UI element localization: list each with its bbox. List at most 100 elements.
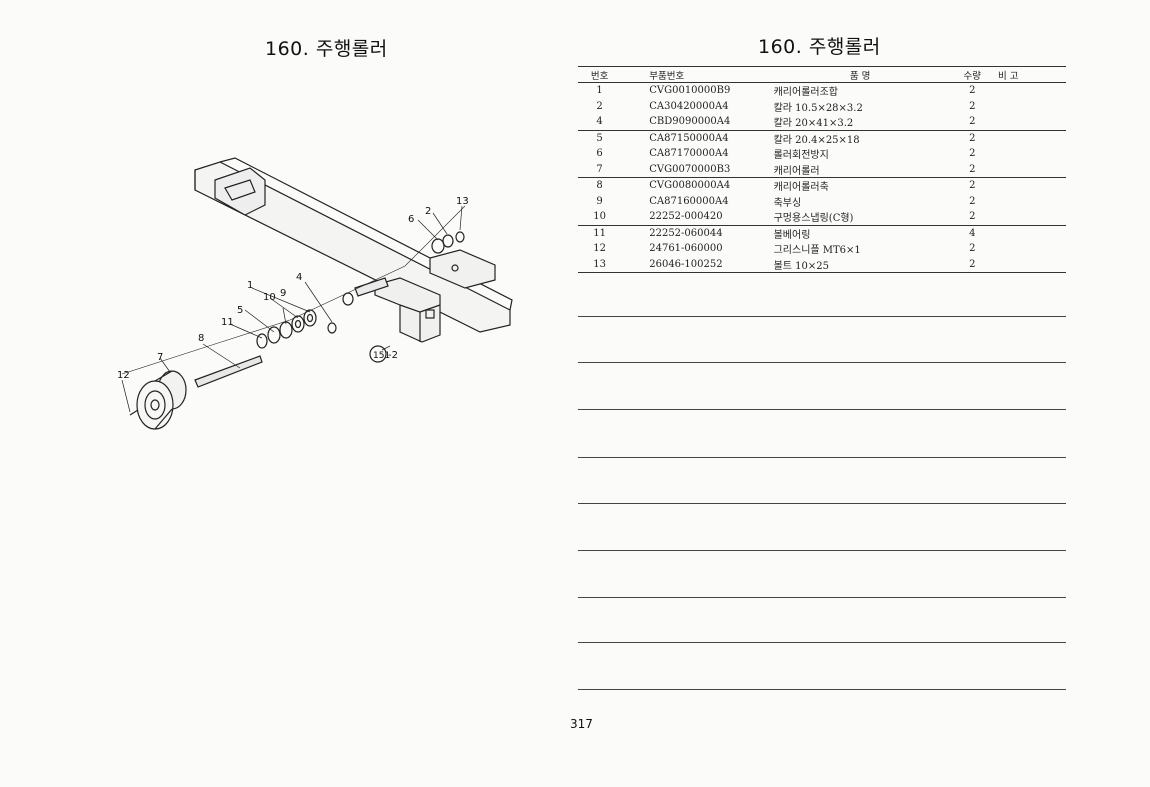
ruled-line [578, 689, 1066, 690]
table-row: 9 CA87160000A4 축부싱 2 [578, 194, 1066, 210]
cell-number: 1 [596, 85, 603, 97]
cell-remark [998, 161, 1066, 178]
header-part-name: 품 명 [773, 66, 947, 83]
table-header-row: 번호 부품번호 품 명 수량 비 고 [578, 66, 1066, 83]
cell-number: 5 [596, 132, 603, 144]
left-page: 160. 주행롤러 [0, 0, 570, 787]
ruled-line [578, 642, 1066, 643]
cell-remark [998, 83, 1066, 99]
ruled-line [578, 362, 1066, 363]
callout-10: 10 [263, 292, 276, 303]
table-row: 12 24761-060000 그리스니플 MT6×1 2 [578, 241, 1066, 257]
ruled-line [578, 503, 1066, 504]
cell-remark [998, 194, 1066, 210]
table-row: 7 CVG0070000B3 캐리어롤러 2 [578, 161, 1066, 178]
ruled-line [578, 550, 1066, 551]
cell-part-name: 칼라 10.5×28×3.2 [773, 102, 863, 114]
cell-remark [998, 241, 1066, 257]
cell-remark [998, 146, 1066, 162]
cell-remark [998, 225, 1066, 241]
callout-1: 1 [247, 280, 253, 291]
right-page: 160. 주행롤러 번호 부품번호 품 명 수량 비 고 1 CVG001000… [570, 0, 1150, 787]
callout-12: 12 [117, 370, 130, 381]
table-row: 13 26046-100252 볼트 10×25 2 [578, 256, 1066, 273]
callout-4: 4 [296, 272, 302, 283]
cell-quantity: 2 [946, 114, 999, 131]
callout-8: 8 [198, 333, 204, 344]
cell-number: 10 [578, 209, 622, 226]
callout-6: 6 [408, 214, 414, 225]
cell-quantity: 2 [969, 85, 976, 97]
cell-quantity: 4 [969, 227, 976, 239]
cell-part-name: 캐리어롤러축 [773, 182, 829, 194]
cell-quantity: 2 [969, 180, 976, 192]
cell-part-name: 그리스니플 MT6×1 [773, 245, 861, 257]
callout-9: 9 [280, 288, 286, 299]
table-row: 6 CA87170000A4 롤러회전방지 2 [578, 146, 1066, 162]
table-row: 10 22252-000420 구멍용스냅링(C형) 2 [578, 209, 1066, 226]
ruled-line [578, 457, 1066, 458]
cell-part-name: 캐리어롤러 [773, 161, 947, 178]
page-number: 317 [570, 717, 593, 731]
cell-part-name: 칼라 20.4×25×18 [773, 134, 860, 146]
cell-number: 13 [578, 256, 622, 273]
cell-remark [998, 256, 1066, 273]
table-row: 8 CVG0080000A4 캐리어롤러축 2 [578, 178, 1066, 194]
cell-part-number: 22252-060044 [649, 227, 723, 239]
callout-11: 11 [221, 317, 234, 328]
cell-remark [998, 178, 1066, 194]
ref-circle-number: 151 [373, 351, 390, 361]
header-part-number: 부품번호 [621, 66, 774, 83]
cell-part-name: 볼트 10×25 [773, 256, 947, 273]
header-number: 번호 [578, 66, 622, 83]
cell-number: 8 [596, 180, 603, 192]
left-page-title: 160. 주행롤러 [265, 38, 388, 60]
cell-part-number: CVG0010000B9 [649, 85, 731, 97]
cell-part-number: CA87160000A4 [649, 195, 729, 207]
cell-part-number: CA87170000A4 [649, 148, 729, 160]
parts-table: 번호 부품번호 품 명 수량 비 고 1 CVG0010000B9 캐리어롤러조… [578, 66, 1066, 273]
cell-remark [998, 99, 1066, 115]
cell-quantity: 2 [969, 195, 976, 207]
table-row: 1 CVG0010000B9 캐리어롤러조합 2 [578, 83, 1066, 99]
callout-2: 2 [425, 206, 431, 217]
callout-7: 7 [157, 352, 163, 363]
cell-part-number: CVG0070000B3 [621, 161, 774, 178]
callout-5: 5 [237, 305, 243, 316]
callout-13: 13 [456, 196, 469, 207]
cell-part-name: 볼베어링 [773, 229, 811, 241]
cell-remark [998, 209, 1066, 226]
ruled-line [578, 597, 1066, 598]
cell-part-name: 롤러회전방지 [773, 150, 829, 162]
cell-quantity: 2 [946, 256, 999, 273]
cell-quantity: 2 [946, 209, 999, 226]
cell-part-number: CVG0080000A4 [649, 180, 731, 192]
cell-remark [998, 114, 1066, 131]
cell-quantity: 2 [969, 132, 976, 144]
cell-number: 7 [578, 161, 622, 178]
table-row: 11 22252-060044 볼베어링 4 [578, 225, 1066, 241]
right-page-title: 160. 주행롤러 [758, 36, 881, 58]
cell-quantity: 2 [969, 243, 976, 255]
table-row: 2 CA30420000A4 칼라 10.5×28×3.2 2 [578, 99, 1066, 115]
ref-suffix: -2 [388, 350, 398, 361]
exploded-parts-diagram: 13 2 6 4 1 10 9 5 11 8 7 12 151 -2 [117, 157, 513, 430]
ruled-line [578, 316, 1066, 317]
cell-quantity: 2 [969, 100, 976, 112]
table-row: 5 CA87150000A4 칼라 20.4×25×18 2 [578, 130, 1066, 146]
cell-number: 6 [596, 148, 603, 160]
table-row: 4 CBD9090000A4 칼라 20×41×3.2 2 [578, 114, 1066, 131]
cell-number: 4 [578, 114, 622, 131]
ruled-line [578, 409, 1066, 410]
cell-number: 12 [593, 243, 606, 255]
header-quantity: 수량 [946, 66, 999, 83]
cell-part-number: CA30420000A4 [649, 100, 729, 112]
cell-part-name: 축부싱 [773, 197, 802, 209]
cell-part-name: 구멍용스냅링(C형) [773, 209, 947, 226]
cell-part-number: CBD9090000A4 [621, 114, 774, 131]
cell-number: 11 [593, 227, 606, 239]
cell-part-number: 24761-060000 [649, 243, 723, 255]
cell-part-number: 22252-000420 [621, 209, 774, 226]
cell-number: 2 [596, 100, 603, 112]
cell-part-number: CA87150000A4 [649, 132, 729, 144]
